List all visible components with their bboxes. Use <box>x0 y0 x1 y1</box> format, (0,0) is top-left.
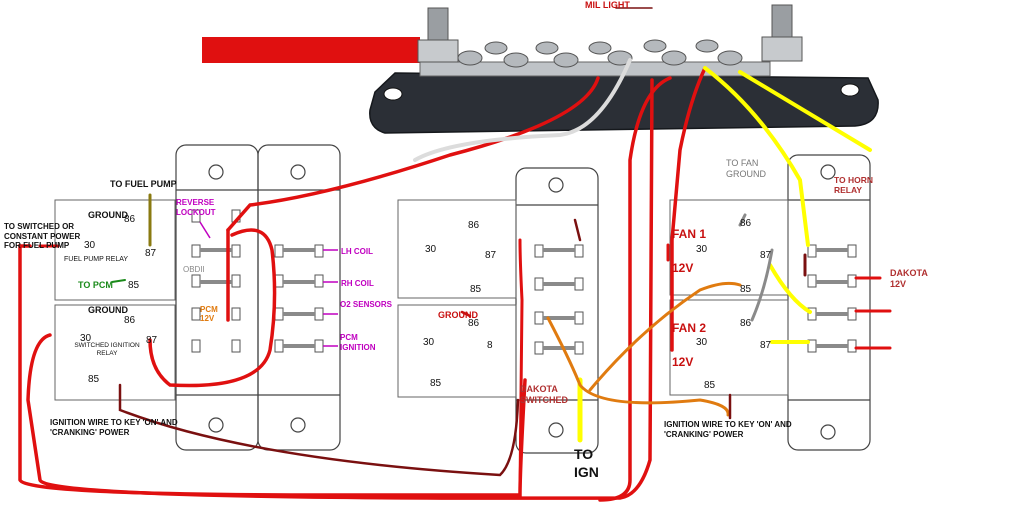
dakota-switched-label: DAKOTA SWITCHED <box>520 384 568 405</box>
to-horn-relay-label: TO HORN RELAY <box>834 175 874 196</box>
rh-coil-label: RH COIL <box>341 279 374 288</box>
fuse-block-left <box>175 144 341 451</box>
v12-a: 12V <box>672 261 693 275</box>
pin-85-b: 85 <box>88 374 100 385</box>
right-pin-85: 85 <box>740 284 752 295</box>
wires <box>18 7 892 502</box>
right-pin-87b: 87 <box>760 340 772 351</box>
right-pin-30b: 30 <box>696 337 708 348</box>
red-battery-cable <box>202 37 420 63</box>
pcm-12v-label: PCM 12V <box>200 306 218 323</box>
pcm12v-fo: PCM 12V <box>200 306 218 323</box>
dakota-12v-label: DAKOTA 12V <box>890 268 928 289</box>
fan1-label: FAN 1 <box>672 227 706 241</box>
mid-pin-30b: 30 <box>423 337 435 348</box>
ign-note-right-fo: IGNITION WIRE TO KEY 'ON' AND 'CRANKING'… <box>664 420 792 439</box>
dakota-sw-fo: DAKOTA SWITCHED <box>520 384 568 405</box>
switched-ignition-relay-label: SWITCHED IGNITION RELAY <box>74 342 140 357</box>
magenta-pointers <box>199 221 338 347</box>
right-pin-85b: 85 <box>704 380 716 391</box>
pcm-ignition-label: PCM IGNITION <box>340 333 376 352</box>
ign-note-left-fo: IGNITION WIRE TO KEY 'ON' AND 'CRANKING'… <box>50 418 178 437</box>
bus-screws <box>457 39 743 68</box>
mount-hole-right <box>840 83 860 97</box>
pin-86-a: 86 <box>124 214 136 225</box>
fan2-label: FAN 2 <box>672 321 706 335</box>
power-note-fo: TO SWITCHED OR CONSTANT POWER FOR FUEL P… <box>4 222 81 251</box>
right-pin-86: 86 <box>740 218 752 229</box>
mid-pin-85b: 85 <box>430 378 442 389</box>
mid-pin-8: 8 <box>487 340 493 351</box>
pin-87-b: 87 <box>146 335 158 346</box>
bus-bar <box>202 4 879 134</box>
pcm-ign-fo: PCM IGNITION <box>340 333 376 352</box>
mid-pin-30: 30 <box>425 244 437 255</box>
lh-coil-label: LH COIL <box>341 247 373 256</box>
to-fan-ground-label: TO FAN GROUND <box>726 158 766 179</box>
switched-ign-fo: SWITCHED IGNITION RELAY <box>74 342 140 357</box>
reverse-lockout-fo: REVERSE LOCKOUT <box>176 198 216 217</box>
pin-30-b: 30 <box>80 333 92 344</box>
dakota12v-fo: DAKOTA 12V <box>890 268 928 289</box>
stud-right <box>761 4 803 62</box>
pin-85-a: 85 <box>128 280 140 291</box>
horn-fo: TO HORN RELAY <box>834 175 874 196</box>
mid-pin-85: 85 <box>470 284 482 295</box>
to-ign-fo: TO IGN <box>574 446 599 480</box>
right-pin-86b: 86 <box>740 318 752 329</box>
reverse-lockout-label: REVERSE LOCKOUT <box>176 198 216 217</box>
v12-b: 12V <box>672 355 693 369</box>
fuel-pump-relay-label: FUEL PUMP RELAY <box>64 256 128 263</box>
labels: MIL LIGHT TO FUEL PUMP GROUND 86 30 87 F… <box>4 0 928 480</box>
pin-30-a: 30 <box>84 240 96 251</box>
pin-87-a: 87 <box>145 248 157 259</box>
right-pin-30: 30 <box>696 244 708 255</box>
gray-jumpers <box>200 248 848 350</box>
o2-fo: O2 SENSORS <box>340 300 393 309</box>
fuse-block-middle <box>515 167 599 454</box>
to-fuel-pump-label: TO FUEL PUMP <box>110 179 177 189</box>
ignition-note-left: IGNITION WIRE TO KEY 'ON' AND 'CRANKING'… <box>50 418 178 437</box>
obdii-label: OBDII <box>183 265 205 274</box>
o2-sensors-label: O2 SENSORS <box>340 300 393 309</box>
ground-label-1: GROUND <box>88 210 128 220</box>
bus-bar-base <box>369 72 879 134</box>
pin-86-b: 86 <box>124 315 136 326</box>
mid-ground-label: GROUND <box>438 310 478 320</box>
mid-pin-87: 87 <box>485 250 497 261</box>
right-pin-87: 87 <box>760 250 772 261</box>
stud-left <box>417 7 459 63</box>
ignition-note-right: IGNITION WIRE TO KEY 'ON' AND 'CRANKING'… <box>664 420 792 439</box>
ground-label-2: GROUND <box>88 305 128 315</box>
relay-boxes <box>54 199 789 401</box>
mid-pin-86b: 86 <box>468 318 480 329</box>
to-pcm-label: TO PCM <box>78 280 113 290</box>
fan-ground-fo: TO FAN GROUND <box>726 158 766 179</box>
mid-pin-86: 86 <box>468 220 480 231</box>
to-ign-label: TO IGN <box>574 446 599 480</box>
mil-light-label: MIL LIGHT <box>585 0 630 10</box>
mount-hole-left <box>383 87 403 101</box>
power-note: TO SWITCHED OR CONSTANT POWER FOR FUEL P… <box>4 222 81 251</box>
